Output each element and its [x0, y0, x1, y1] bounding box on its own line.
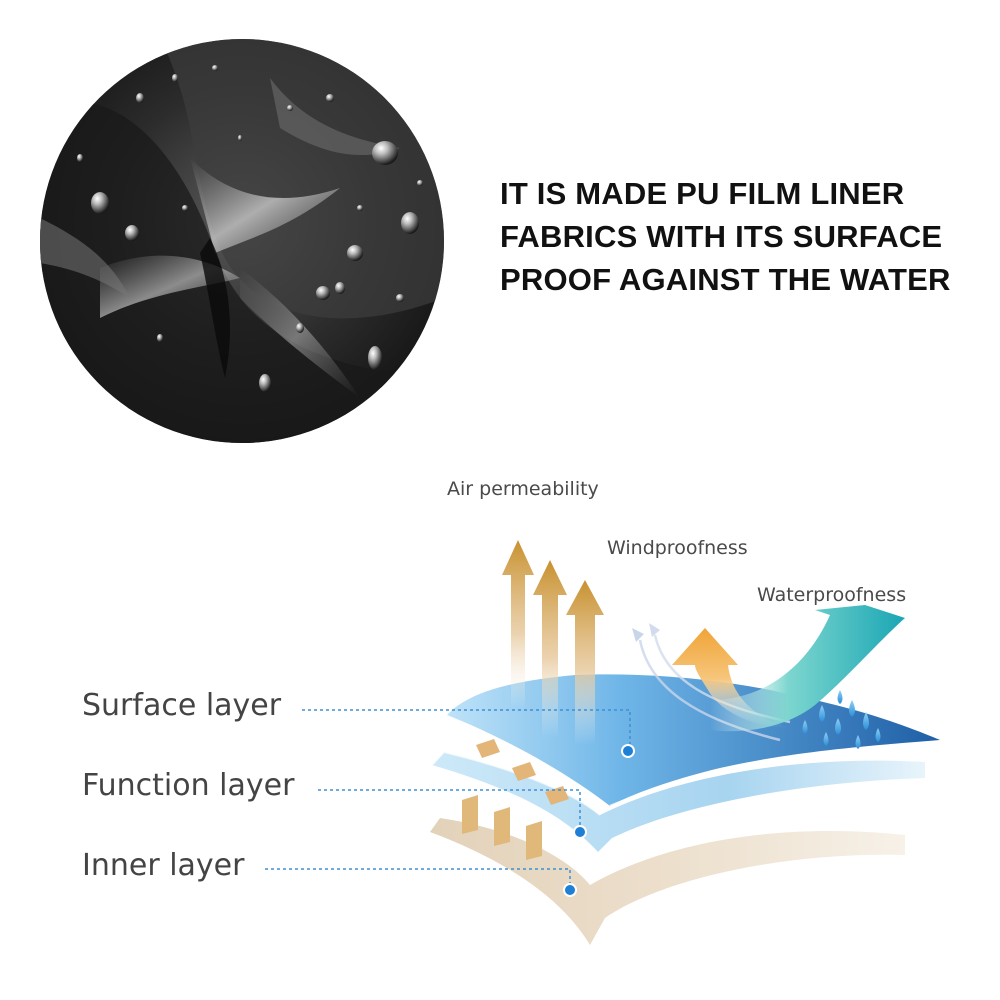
inner-layer-label: Inner layer — [82, 848, 245, 883]
waterproofness-arrow — [710, 605, 905, 732]
headline-line-3: PROOF AGAINST THE WATER — [500, 262, 951, 297]
inner-layer-dot — [563, 883, 577, 897]
leader-lines — [265, 709, 631, 888]
surface-layer-dot — [621, 744, 635, 758]
air-permeability-arrows — [502, 540, 604, 745]
function-layer-dot — [573, 825, 587, 839]
surface-layer-shape — [447, 674, 941, 808]
surface-layer-label: Surface layer — [82, 688, 282, 723]
waterproofness-label: Waterproofness — [757, 584, 907, 606]
fabric-layer-diagram — [265, 540, 941, 945]
function-layer-shape — [431, 750, 925, 852]
water-droplets — [802, 690, 881, 749]
headline-line-1: IT IS MADE PU FILM LINER — [500, 176, 905, 211]
inner-layer-shape — [430, 818, 905, 945]
headline: IT IS MADE PU FILM LINER FABRICS WITH IT… — [500, 172, 970, 301]
headline-line-2: FABRICS WITH ITS SURFACE — [500, 219, 943, 254]
fabric-water-droplets-photo — [40, 39, 444, 443]
air-permeability-label: Air permeability — [447, 478, 599, 500]
inner-posts — [462, 795, 542, 860]
function-layer-label: Function layer — [82, 768, 295, 803]
function-blocks — [476, 739, 569, 805]
windproofness-label: Windproofness — [607, 537, 748, 559]
